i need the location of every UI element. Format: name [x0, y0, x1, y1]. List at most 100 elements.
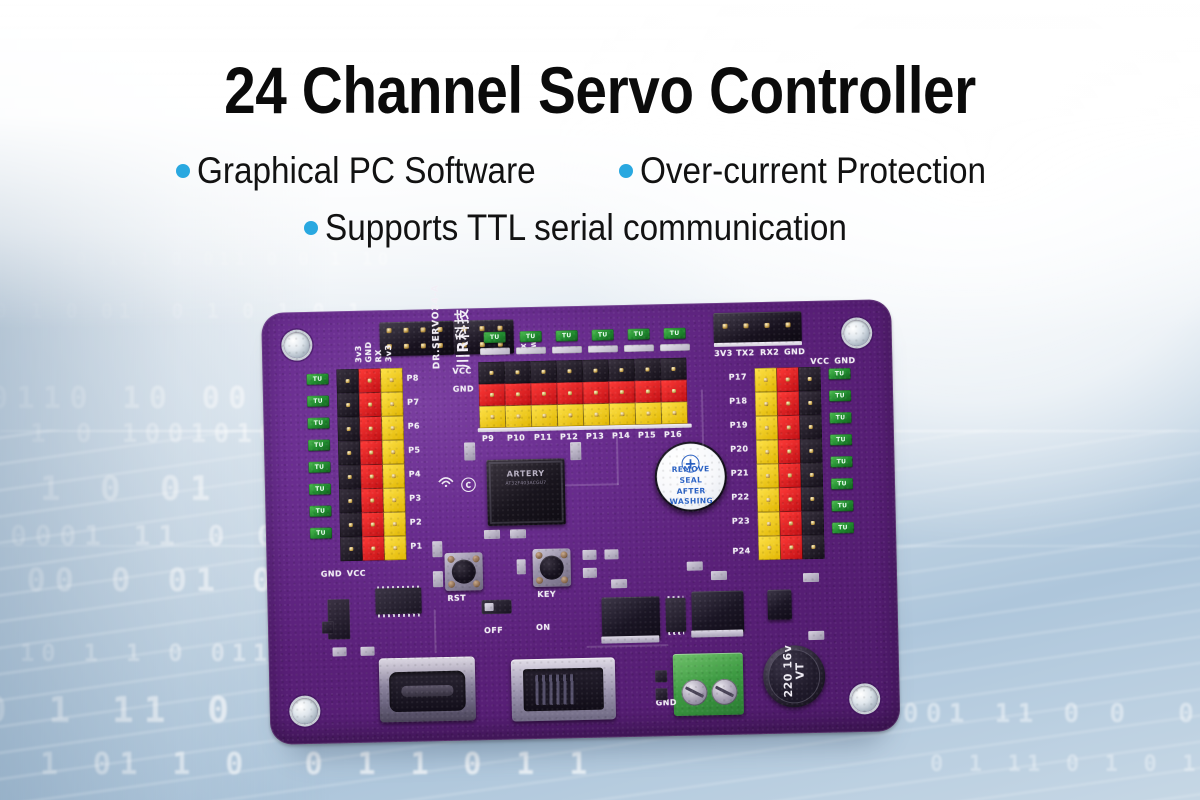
smd-passive — [808, 630, 825, 641]
silk-vcc-bottom-left: VCC — [346, 568, 367, 579]
silk-p17: P17 — [728, 372, 747, 382]
mounting-hole — [851, 685, 878, 713]
silk-p4: P4 — [408, 469, 422, 479]
feature-label: Supports TTL serial communication — [324, 207, 847, 248]
power-screw-terminal[interactable] — [672, 652, 745, 717]
silk-p9: P9 — [481, 433, 495, 444]
smd-passive — [516, 559, 526, 575]
silk-p24: P24 — [732, 546, 751, 556]
smd-passive — [611, 579, 628, 589]
feature-label: Graphical PC Software — [196, 150, 536, 191]
silk-p11: P11 — [533, 432, 553, 443]
voltage-regulator — [691, 590, 745, 638]
fuse-top: TU — [519, 330, 542, 343]
silk-rx-a: RX — [373, 349, 384, 363]
silk-p2: P2 — [409, 517, 423, 527]
solder-pad — [587, 345, 619, 353]
silk-p19: P19 — [729, 420, 749, 430]
silk-off: OFF — [484, 625, 504, 636]
silk-p22: P22 — [731, 492, 750, 502]
header-uart2-base — [713, 341, 802, 348]
smd-passive — [710, 570, 728, 581]
silk-p10: P10 — [506, 433, 526, 443]
silk-p5: P5 — [408, 445, 421, 455]
silk-rx2: RX2 — [760, 347, 780, 358]
fuse-top: TU — [627, 328, 650, 340]
silk-gnd-uart2: GND — [784, 347, 806, 357]
solder-pad — [659, 343, 691, 352]
pcb-substrate: 3v3 GND RX 3v3 TX SWK GND SWD 3V3 TX2 — [261, 284, 901, 745]
servo-header-right-black[interactable] — [798, 366, 825, 560]
silk-on: ON — [535, 622, 551, 633]
silk-p12: P12 — [559, 432, 579, 442]
feature-item: Over-current Protection — [618, 150, 1025, 192]
silk-3v3-uart2: 3V3 — [714, 348, 733, 359]
silk-p16: P16 — [663, 429, 683, 440]
silk-p20: P20 — [730, 444, 749, 454]
power-mosfet — [601, 596, 661, 644]
bullet-dot-icon — [303, 221, 318, 235]
bullet-dot-icon — [618, 164, 633, 178]
feature-item: Supports TTL serial communication — [303, 207, 905, 249]
reset-button[interactable] — [444, 552, 484, 591]
feature-list: Graphical PC Software Over-current Prote… — [0, 150, 1200, 249]
smd-passive — [321, 621, 335, 634]
mode-slide-switch[interactable] — [481, 599, 512, 615]
silk-p3: P3 — [409, 493, 422, 503]
seal-line-4: WASHING — [669, 496, 714, 507]
smd-passive — [686, 561, 703, 571]
smd-passive — [483, 529, 501, 540]
product-image-servo-controller-board: 3v3 GND RX 3v3 TX SWK GND SWD 3V3 TX2 — [261, 284, 903, 765]
left-fuse-column: TU TU TU TU TU TU TU TU — [306, 373, 333, 539]
smd-passive — [655, 670, 668, 683]
smd-passive — [432, 541, 443, 558]
silk-p14: P14 — [611, 430, 631, 441]
smd-passive — [582, 549, 597, 560]
smd-passive — [802, 572, 820, 583]
bullet-dot-icon — [175, 164, 190, 178]
right-fuse-column: TU TU TU TU TU TU TU TU — [828, 368, 855, 534]
ic-so8 — [665, 595, 687, 635]
silk-tx2: TX2 — [736, 348, 755, 358]
smd-passive — [464, 442, 476, 461]
pcb-trace — [564, 483, 619, 487]
silk-model-number: DR.SERVO24-A — [430, 284, 443, 370]
feature-item: Graphical PC Software — [175, 150, 573, 192]
silk-p21: P21 — [730, 468, 750, 478]
smd-passive — [509, 529, 527, 539]
microcontroller-chip: ARTERY AT32F403ACGU7 — [486, 458, 566, 527]
ic-so8-left — [375, 585, 422, 617]
key-button[interactable] — [532, 548, 572, 588]
smd-passive — [332, 647, 347, 657]
silk-rst: RST — [447, 593, 467, 603]
silk-vcc-top-right: VCC — [810, 356, 830, 366]
mounting-hole — [843, 319, 871, 347]
silk-p7: P7 — [407, 397, 420, 407]
smd-passive — [582, 567, 598, 578]
pcb-trace — [700, 389, 705, 452]
solder-pad — [551, 345, 583, 354]
silk-p6: P6 — [407, 421, 420, 431]
silk-p1: P1 — [410, 541, 423, 551]
buzzer-seal-sticker: + REMOVE SEAL AFTER WASHING — [656, 442, 726, 511]
solder-pad — [515, 346, 547, 355]
silk-p13: P13 — [585, 431, 605, 441]
smd-passive — [570, 441, 582, 461]
servo-header-left-yellow[interactable] — [380, 367, 407, 561]
silk-p15: P15 — [637, 430, 657, 440]
silk-3v3-a: 3v3 — [353, 345, 364, 363]
usb-c-connector[interactable] — [378, 656, 477, 723]
fuse-top: TU — [591, 329, 614, 341]
silk-gnd-top-left: GND — [452, 384, 475, 394]
header-uart2[interactable] — [713, 311, 802, 344]
page-title: 24 Channel Servo Controller — [224, 53, 976, 127]
smd-passive — [604, 549, 619, 560]
silk-key: KEY — [537, 589, 557, 599]
solder-pad — [623, 344, 655, 353]
seal-line-3: AFTER — [676, 485, 706, 496]
power-switch[interactable] — [510, 657, 617, 722]
capacitor-label: 220 16v VT — [781, 640, 806, 702]
silk-3v3-b: 3v3 — [383, 344, 394, 363]
diode — [767, 589, 792, 620]
